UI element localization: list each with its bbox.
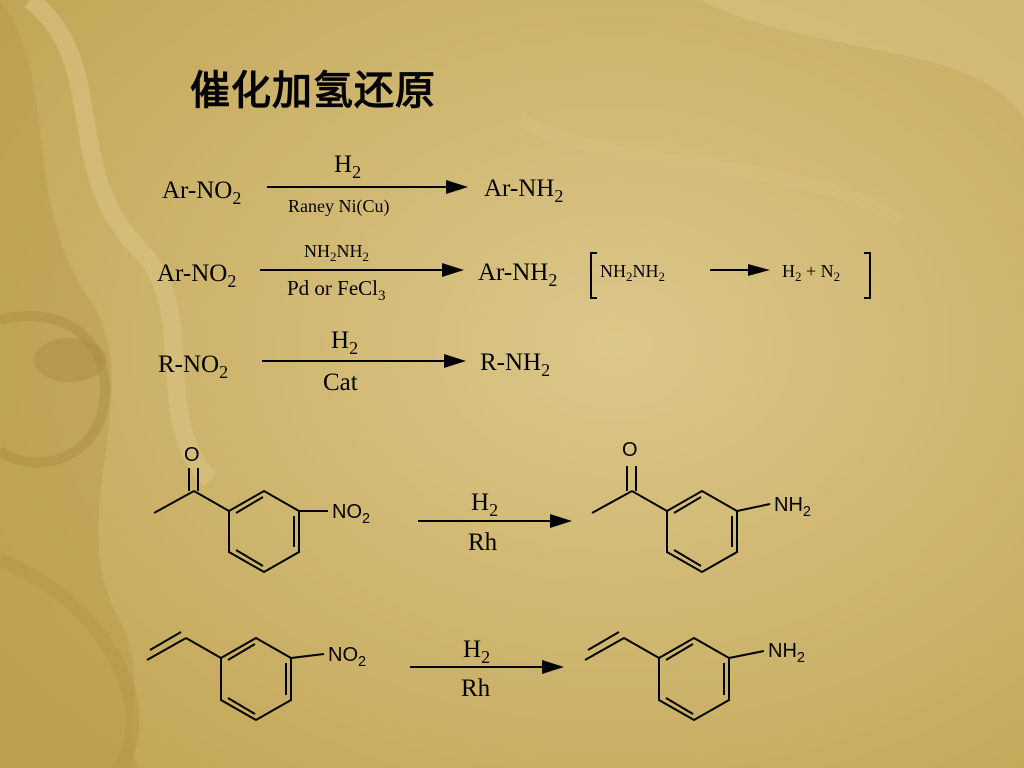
slide-title: 催化加氢还原: [190, 68, 436, 114]
reagent-below-2: Pd or FeCl3: [287, 276, 386, 304]
product-2: Ar-NH2: [478, 259, 558, 290]
reagent-above-5: H2: [463, 636, 491, 667]
reagent-above-1: H2: [334, 151, 362, 182]
reagent-below-1: Raney Ni(Cu): [288, 196, 390, 216]
hydrazine-side-products: H2 + N2: [782, 261, 841, 285]
aminostyrene-structure: [584, 631, 765, 722]
product-1: Ar-NH2: [484, 175, 564, 206]
left-bracket: [590, 252, 597, 299]
reaction-arrow-4: [418, 514, 572, 528]
reaction-arrow-3: [262, 354, 466, 368]
amino-group-5: NH2: [768, 640, 805, 666]
reagent-above-3: H2: [331, 327, 359, 358]
product-3: R-NH2: [480, 349, 551, 380]
reaction-arrow-5: [410, 660, 564, 674]
reagent-below-4: Rh: [468, 529, 498, 556]
nitro-group-4: NO2: [332, 501, 371, 527]
reagent-above-2: NH2NH2: [304, 241, 369, 265]
amino-group-4: NH2: [774, 494, 811, 520]
right-bracket: [864, 252, 871, 299]
carbonyl-oxygen-product: O: [622, 439, 638, 461]
nitroacetophenone-structure: [153, 468, 328, 574]
reactant-1: Ar-NO2: [162, 177, 242, 208]
reaction-arrow-1: [267, 180, 468, 194]
nitrostyrene-structure: [146, 631, 325, 722]
carbonyl-oxygen-reactant: O: [184, 444, 200, 466]
nitro-group-5: NO2: [328, 644, 367, 670]
hydrazine-side-reactant: NH2NH2: [600, 261, 665, 285]
reactant-2: Ar-NO2: [157, 260, 237, 291]
reactant-3: R-NO2: [158, 351, 229, 382]
decomposition-arrow: [710, 264, 770, 276]
reagent-above-4: H2: [471, 489, 499, 520]
reagent-below-3: Cat: [323, 369, 358, 396]
reagent-below-5: Rh: [461, 675, 491, 702]
aminoacetophenone-structure: [591, 466, 771, 574]
reaction-arrow-2: [260, 263, 464, 277]
